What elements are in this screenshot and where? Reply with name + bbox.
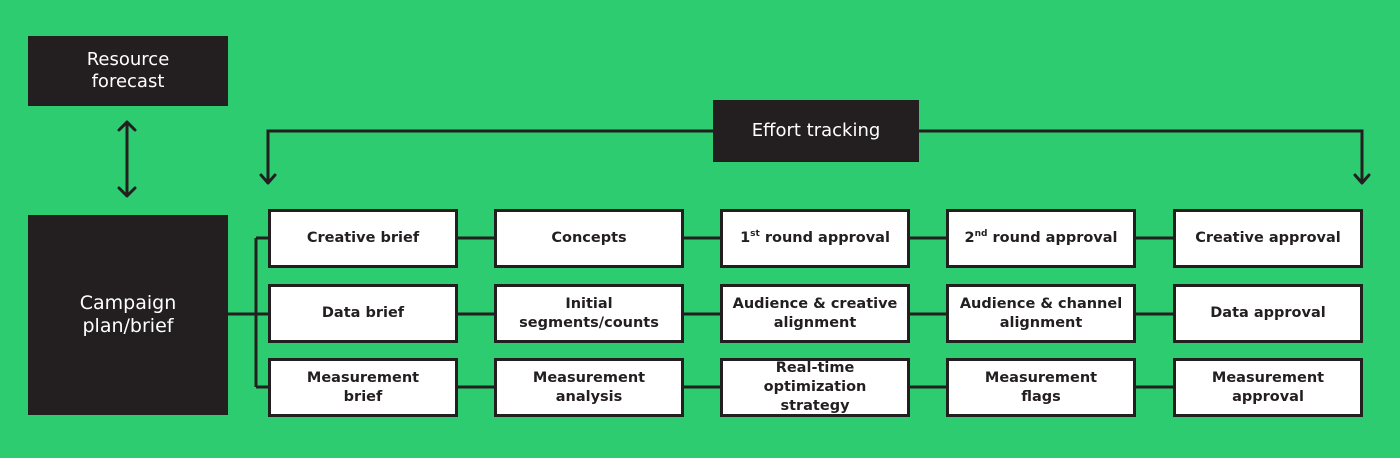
arrow-up-icon [117, 120, 137, 132]
step-label: Measurement brief [306, 369, 420, 405]
step-label-rest: round approval [987, 230, 1118, 246]
step-box: Measurement analysis [494, 358, 684, 417]
step-label-ordinal: st [750, 229, 760, 240]
step-box: Measurement flags [946, 358, 1136, 417]
resource-forecast-box: Resource forecast [28, 36, 228, 106]
step-box: Concepts [494, 209, 684, 268]
step-box: 2nd round approval [946, 209, 1136, 268]
effort-bracket-right [919, 129, 1364, 182]
step-box: Initial segments/counts [494, 284, 684, 343]
step-label-rest: round approval [759, 230, 890, 246]
step-label-number: 2 [964, 230, 975, 246]
step-box: Data brief [268, 284, 458, 343]
step-label-ordinal: nd [974, 229, 988, 240]
effort-bracket-left [266, 129, 714, 182]
campaign-plan-label: Campaign plan/brief [79, 292, 177, 337]
step-box: Measurement brief [268, 358, 458, 417]
arrow-down-right-icon [1353, 173, 1371, 185]
resource-forecast-label: Resource forecast [86, 49, 170, 92]
step-label: Creative approval [1195, 230, 1341, 246]
step-label: Measurement analysis [532, 369, 646, 405]
arrow-down-left-icon [259, 173, 277, 185]
step-label: Creative brief [306, 230, 420, 246]
step-label: Initial segments/counts [519, 295, 659, 331]
step-box: Creative approval [1173, 209, 1363, 268]
step-label: Data approval [1210, 305, 1326, 321]
step-box: Real-time optimization strategy [720, 358, 910, 417]
step-box: Creative brief [268, 209, 458, 268]
step-box: 1st round approval [720, 209, 910, 268]
step-label: Data brief [321, 305, 405, 321]
step-label: Audience & channel alignment [959, 295, 1123, 331]
step-label: Audience & creative alignment [732, 295, 898, 331]
step-box: Audience & channel alignment [946, 284, 1136, 343]
step-label: Measurement flags [984, 369, 1098, 405]
step-label: 1st round approval [740, 229, 890, 248]
step-label-number: 1 [740, 230, 751, 246]
arrow-down-icon [117, 186, 137, 198]
effort-tracking-label: Effort tracking [751, 120, 881, 141]
step-label: Measurement approval [1211, 369, 1325, 405]
step-label: Real-time optimization strategy [763, 360, 867, 414]
step-label: 2nd round approval [964, 229, 1117, 248]
step-box: Data approval [1173, 284, 1363, 343]
step-box: Measurement approval [1173, 358, 1363, 417]
step-box: Audience & creative alignment [720, 284, 910, 343]
effort-tracking-box: Effort tracking [713, 100, 919, 162]
campaign-plan-box: Campaign plan/brief [28, 215, 228, 415]
step-label: Concepts [551, 230, 627, 246]
